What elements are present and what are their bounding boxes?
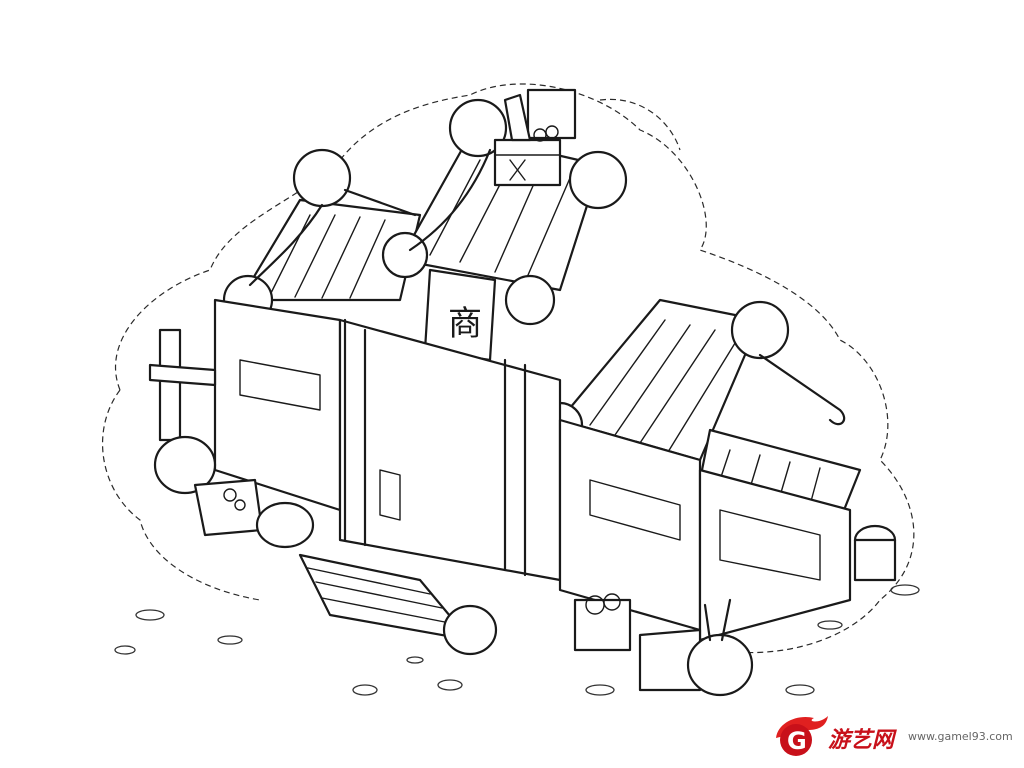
signboard-character: 商 — [448, 304, 482, 344]
logo-letter: G — [787, 727, 807, 755]
center-roof — [381, 98, 628, 326]
left-props — [148, 328, 315, 549]
right-roof — [536, 298, 862, 522]
background-foliage — [101, 83, 915, 654]
rooftop-treasure-chest — [493, 88, 577, 187]
flame-g-logo-icon: G — [776, 716, 828, 756]
brand-name: 游艺网 — [828, 728, 895, 753]
ground-spots — [114, 584, 920, 696]
building-body — [213, 298, 852, 642]
right-props — [442, 524, 897, 697]
site-url: www.gamel93.com — [908, 730, 1013, 743]
site-watermark: G 游艺网 www.gamel93.com — [768, 708, 1018, 760]
